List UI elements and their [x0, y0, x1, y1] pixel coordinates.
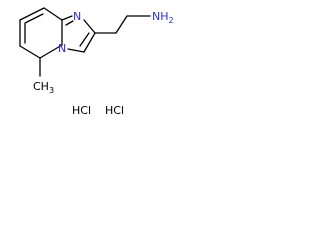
- ring-nitrogen-top: N: [73, 10, 81, 23]
- ethylamine-chain: [94, 15, 151, 34]
- amine-label: NH2: [152, 10, 174, 25]
- hcl-counterion-1: HCl: [72, 104, 91, 117]
- amine-nh: NH: [152, 10, 169, 23]
- methyl-label: CH3: [33, 80, 54, 95]
- imidazole-ring: [61, 15, 96, 53]
- amine-h-count: 2: [169, 16, 174, 25]
- molecule-structure: N N NH2 CH3 HCl HCl: [19, 7, 174, 117]
- hcl-counterion-2: HCl: [105, 104, 124, 117]
- ring-nitrogen-bridge: N: [58, 42, 66, 55]
- pyridine-ring: [19, 7, 63, 59]
- methyl-ch: CH: [33, 80, 49, 93]
- methyl-h-count: 3: [49, 86, 54, 95]
